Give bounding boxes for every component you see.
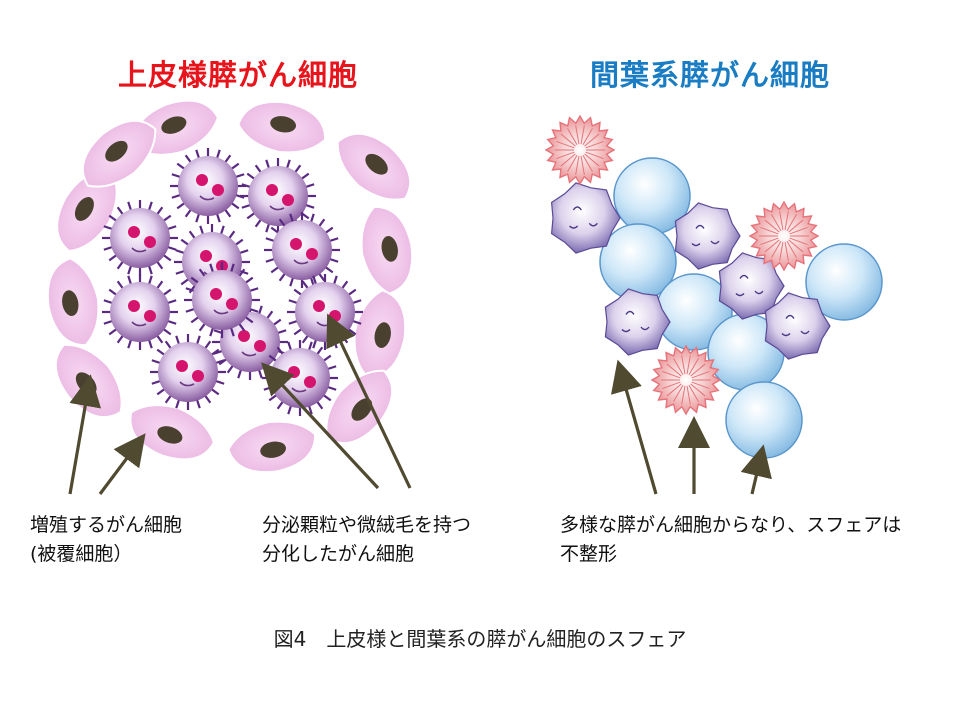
- covering-cell: [336, 132, 412, 201]
- title-mesenchymal: 間葉系膵がん細胞: [589, 58, 830, 92]
- blue-sphere-cell: [805, 243, 883, 321]
- bumpy-cell: [604, 288, 671, 356]
- covering-cell: [46, 257, 100, 347]
- differentiated-cell: [102, 200, 178, 276]
- differentiated-cells: [102, 148, 363, 416]
- covering-cell: [353, 289, 407, 379]
- differentiated-cell: [184, 262, 260, 338]
- bumpy-cell: [764, 292, 831, 360]
- bumpy-cell: [550, 182, 621, 254]
- label-proliferating-line1: 増殖するがん細胞: [30, 514, 183, 536]
- spiky-cell: [748, 200, 820, 272]
- label-differentiated-cells: 分泌顆粒や微絨毛を持つ 分化したがん細胞: [262, 511, 471, 569]
- covering-cell: [227, 420, 317, 474]
- label-mesenchymal-line1: 多様な膵がん細胞からなり、スフェアは: [560, 514, 902, 536]
- differentiated-cell: [240, 158, 316, 234]
- covering-cell: [237, 100, 327, 154]
- figure-caption: 図4 上皮様と間葉系の膵がん細胞のスフェア: [273, 627, 687, 651]
- differentiated-cell: [150, 334, 226, 410]
- differentiated-cell: [287, 274, 363, 350]
- label-proliferating-cells: 増殖するがん細胞 (被覆細胞）: [30, 511, 182, 569]
- covering-cell: [133, 99, 220, 156]
- covering-cell: [54, 343, 123, 419]
- differentiated-cell: [170, 148, 246, 224]
- differentiated-cell: [102, 274, 178, 350]
- spiky-cell: [544, 114, 616, 186]
- mesenchymal-cells: [544, 114, 883, 459]
- arrow-differentiated-1: [261, 362, 380, 490]
- spiky-cell: [650, 344, 722, 416]
- label-differentiated-line2: 分化したがん細胞: [262, 543, 415, 565]
- label-differentiated-line1: 分泌顆粒や微絨毛を持つ: [262, 514, 472, 536]
- annotation-arrows: [68, 313, 772, 495]
- covering-cell: [360, 205, 414, 295]
- label-mesenchymal-spheres: 多様な膵がん細胞からなり、スフェアは 不整形: [560, 511, 901, 569]
- blue-sphere-cell: [725, 381, 803, 459]
- covering-cell: [325, 369, 394, 445]
- bumpy-cell: [674, 202, 741, 270]
- differentiated-cell: [264, 212, 340, 288]
- arrow-mesenchymal-3: [740, 444, 772, 495]
- arrow-covering-1: [68, 374, 102, 495]
- arrow-covering-2: [98, 433, 146, 495]
- label-mesenchymal-line2: 不整形: [560, 543, 618, 565]
- label-proliferating-line2: (被覆細胞）: [30, 543, 133, 565]
- covering-cell: [129, 404, 216, 461]
- arrow-mesenchymal-1: [611, 359, 658, 495]
- title-epithelial: 上皮様膵がん細胞: [117, 58, 358, 92]
- arrow-differentiated-2: [326, 313, 412, 489]
- covering-cell: [81, 119, 157, 188]
